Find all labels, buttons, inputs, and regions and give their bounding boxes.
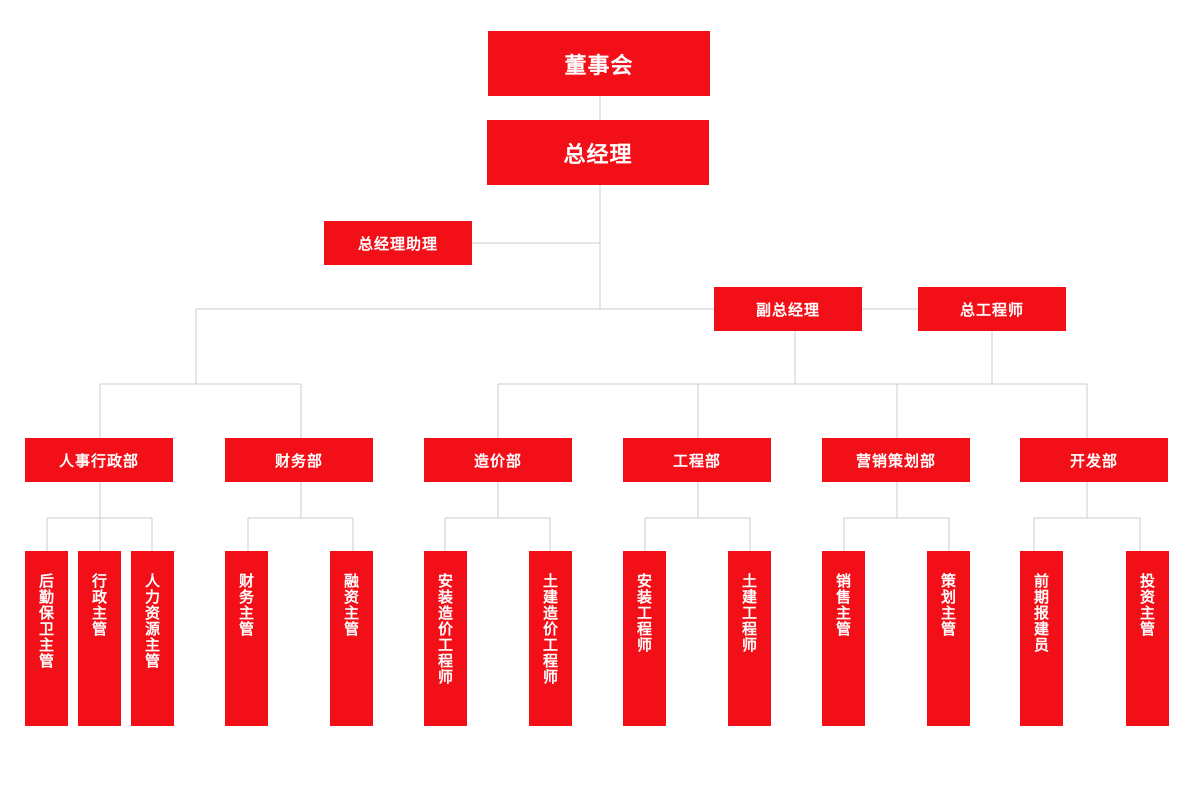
role-financing: 融资主管 bbox=[330, 551, 373, 726]
dept-label: 人事行政部 bbox=[58, 451, 139, 470]
dept-label: 工程部 bbox=[672, 451, 721, 470]
role-hr: 人力资源主管 bbox=[131, 551, 174, 726]
node-gm-assistant: 总经理助理 bbox=[324, 221, 472, 265]
role-label: 投资主管 bbox=[1139, 572, 1155, 638]
dept-label: 财务部 bbox=[274, 451, 323, 470]
role-label: 土建造价工程师 bbox=[542, 572, 558, 686]
node-chief-engineer: 总工程师 bbox=[918, 287, 1066, 331]
dept-hr-admin: 人事行政部 bbox=[25, 438, 173, 482]
dept-label: 造价部 bbox=[473, 451, 522, 470]
role-label: 行政主管 bbox=[91, 572, 107, 638]
dept-finance: 财务部 bbox=[225, 438, 373, 482]
dept-marketing: 营销策划部 bbox=[822, 438, 970, 482]
node-general-manager-label: 总经理 bbox=[563, 142, 633, 168]
dept-development: 开发部 bbox=[1020, 438, 1168, 482]
node-deputy-gm-label: 副总经理 bbox=[755, 300, 820, 319]
role-finance: 财务主管 bbox=[225, 551, 268, 726]
dept-engineering: 工程部 bbox=[623, 438, 771, 482]
role-investment: 投资主管 bbox=[1126, 551, 1169, 726]
role-label: 土建工程师 bbox=[741, 572, 757, 654]
dept-label: 营销策划部 bbox=[855, 451, 936, 470]
role-label: 人力资源主管 bbox=[144, 572, 160, 670]
role-logistics-security: 后勤保卫主管 bbox=[25, 551, 68, 726]
role-label: 后勤保卫主管 bbox=[38, 572, 54, 670]
role-label: 安装工程师 bbox=[636, 572, 652, 654]
node-gm-assistant-label: 总经理助理 bbox=[357, 234, 438, 253]
node-chief-engineer-label: 总工程师 bbox=[959, 300, 1024, 319]
dept-label: 开发部 bbox=[1069, 451, 1118, 470]
role-label: 融资主管 bbox=[343, 572, 359, 638]
role-civil-engineer: 土建工程师 bbox=[728, 551, 771, 726]
role-admin: 行政主管 bbox=[78, 551, 121, 726]
role-label: 财务主管 bbox=[238, 572, 254, 638]
role-permit-officer: 前期报建员 bbox=[1020, 551, 1063, 726]
node-board-label: 董事会 bbox=[564, 53, 634, 79]
role-planning: 策划主管 bbox=[927, 551, 970, 726]
node-deputy-gm: 副总经理 bbox=[714, 287, 862, 331]
role-sales: 销售主管 bbox=[822, 551, 865, 726]
role-label: 销售主管 bbox=[835, 572, 851, 638]
dept-costing: 造价部 bbox=[424, 438, 572, 482]
role-label: 前期报建员 bbox=[1033, 572, 1049, 654]
role-label: 策划主管 bbox=[940, 572, 956, 638]
role-label: 安装造价工程师 bbox=[437, 572, 453, 686]
role-install-cost-engineer: 安装造价工程师 bbox=[424, 551, 467, 726]
node-board: 董事会 bbox=[488, 31, 710, 96]
role-install-engineer: 安装工程师 bbox=[623, 551, 666, 726]
role-civil-cost-engineer: 土建造价工程师 bbox=[529, 551, 572, 726]
node-general-manager: 总经理 bbox=[487, 120, 709, 185]
